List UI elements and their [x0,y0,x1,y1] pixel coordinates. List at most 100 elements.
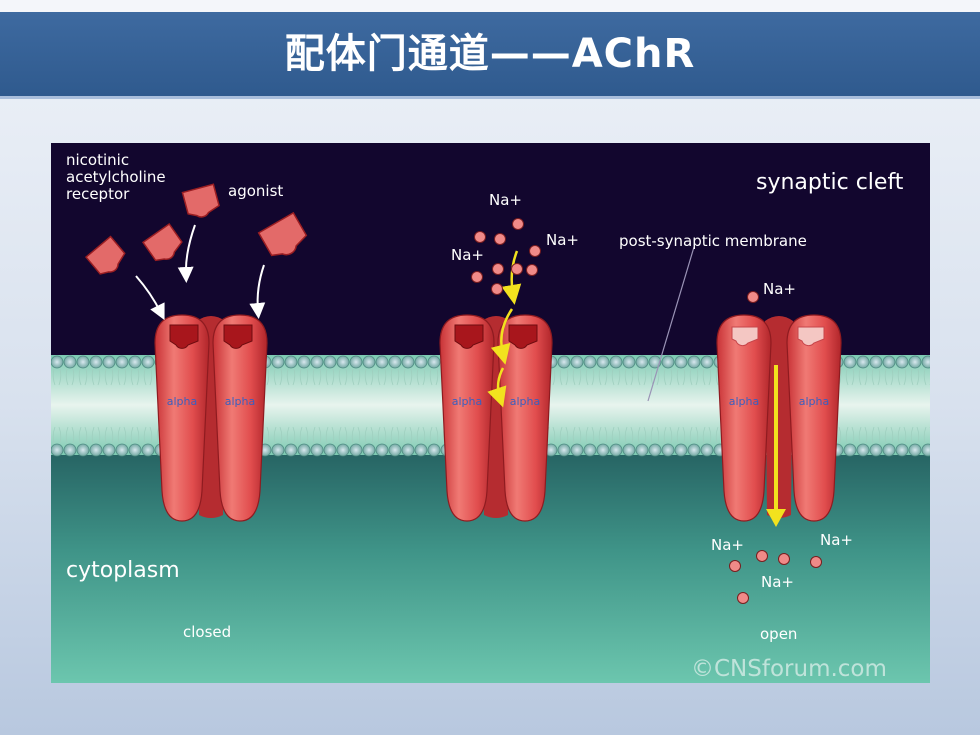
lipid-tail [572,368,582,444]
lipid-head [674,355,688,369]
ion-label: Na+ [451,246,484,264]
lipid-tail [650,368,660,444]
sodium-ion [471,271,483,283]
lipid-head [401,443,415,457]
lipid-head [414,355,428,369]
lipid-tail [273,368,283,444]
lipid-tail [312,368,322,444]
lipid-head [856,443,870,457]
lipid-head [102,443,116,457]
lipid-head [596,355,610,369]
lipid-head [622,443,636,457]
receptor-label-line1: nicotinic [66,151,129,169]
lipid-head [609,355,623,369]
binding-arrows [135,224,266,321]
slide-title: 配体门通道——AChR [284,31,696,77]
lipid-head [50,443,64,457]
lipid-head [310,355,324,369]
lipid-head [388,355,402,369]
subunit-label: alpha [167,395,198,408]
lipid-head [908,355,922,369]
lipid-head [362,355,376,369]
lipid-head [869,355,883,369]
lipid-tail [403,368,413,444]
lipid-head [388,443,402,457]
sodium-ion [778,553,790,565]
lipid-head [50,355,64,369]
lipid-tail [91,368,101,444]
lipid-head [349,443,363,457]
copyright-watermark: ©CNSforum.com [691,656,887,682]
lipid-tail [897,368,907,444]
lipid-head [336,355,350,369]
lipid-head [297,355,311,369]
achr-receptor: alpha alpha [154,314,268,522]
lipid-head [895,355,909,369]
lipid-head [63,443,77,457]
alpha-subunit [497,314,553,522]
lipid-head [427,443,441,457]
lipid-head [76,355,90,369]
lipid-head [609,443,623,457]
sodium-ions [471,218,822,604]
lipid-tail [910,368,920,444]
sodium-ion [491,283,503,295]
sodium-ion [492,263,504,275]
lipid-head [271,443,285,457]
lipid-head [63,355,77,369]
lipid-tail [689,368,699,444]
agonist-molecules [84,183,308,275]
lipid-head [310,443,324,457]
lipid-head [583,355,597,369]
lipid-head [375,443,389,457]
lipid-head [869,443,883,457]
lipid-tail [52,368,62,444]
lipid-tail [429,368,439,444]
lipid-tail [416,368,426,444]
sodium-ion [511,263,523,275]
alpha-subunit [212,314,268,522]
lipid-head [401,355,415,369]
lipid-tail [637,368,647,444]
lipid-head [336,443,350,457]
lipid-head [271,355,285,369]
lipid-tail [338,368,348,444]
lipid-head [856,355,870,369]
lipid-head [349,355,363,369]
lipid-head [427,355,441,369]
bound-agonist [169,324,199,349]
lipid-head [102,355,116,369]
lipid-tail [364,368,374,444]
lipid-tail [117,368,127,444]
lipid-head [570,355,584,369]
ion-label: Na+ [489,191,522,209]
ion-label: Na+ [711,536,744,554]
lipid-head [687,443,701,457]
lipid-tail [390,368,400,444]
lipid-head [843,443,857,457]
sodium-ion [526,264,538,276]
lipid-head [921,355,935,369]
lipid-head [89,443,103,457]
lipid-tail [351,368,361,444]
sodium-ion [729,560,741,572]
subunit-label: alpha [225,395,256,408]
lipid-tail [130,368,140,444]
sodium-ion [474,231,486,243]
lipid-tail [325,368,335,444]
open-label: open [760,625,797,643]
lipid-head [908,443,922,457]
lipid-head [648,443,662,457]
lipid-head [700,443,714,457]
binding-site [731,326,759,347]
ion-label: Na+ [761,573,794,591]
lipid-head [843,355,857,369]
lipid-head [622,355,636,369]
lipid-head [661,443,675,457]
lipid-head [128,443,142,457]
synaptic-cleft-label: synaptic cleft [756,170,904,195]
alpha-subunit [154,314,210,522]
